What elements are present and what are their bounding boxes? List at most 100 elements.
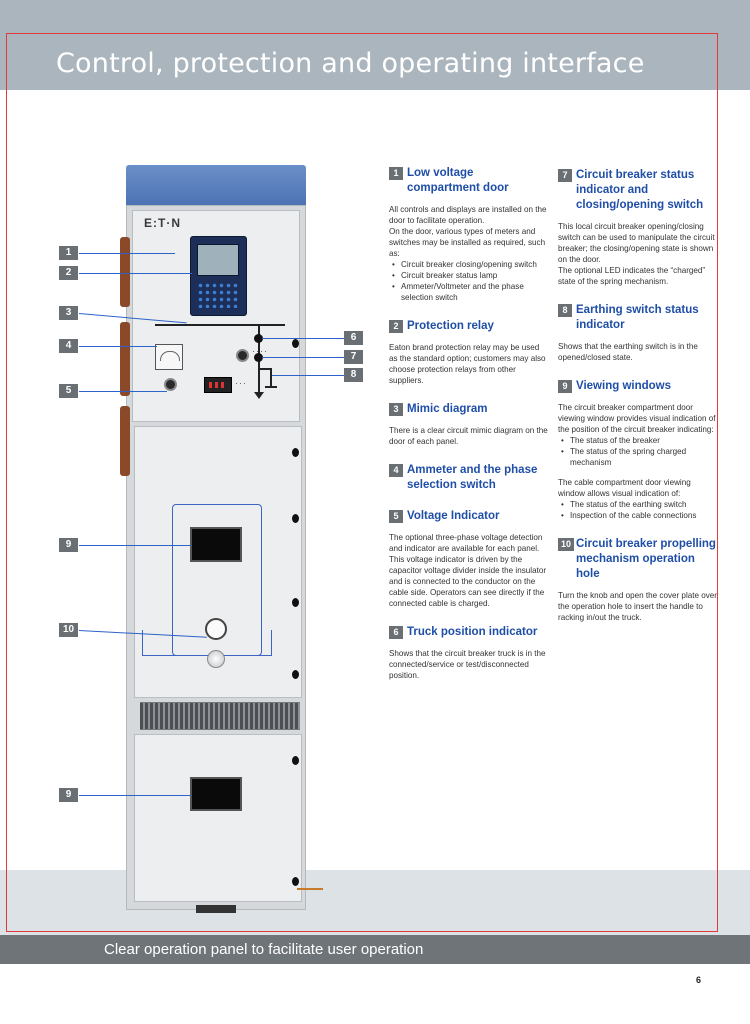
section-number: 7 — [558, 169, 572, 182]
arrow-down-icon — [254, 392, 264, 399]
section-body: The circuit breaker compartment door vie… — [558, 402, 718, 521]
mimic-line — [258, 368, 272, 370]
callout-label: 2 — [59, 266, 78, 280]
door-handle — [292, 877, 299, 886]
header-band — [0, 0, 750, 90]
leader-line — [79, 391, 167, 392]
side-plate — [120, 237, 130, 307]
ventilation-grille — [140, 702, 300, 730]
callout-label: 8 — [344, 368, 363, 382]
leader-line — [79, 545, 191, 546]
section-body: There is a clear circuit mimic diagram o… — [389, 426, 548, 446]
callout-label: 3 — [59, 306, 78, 320]
page-title: Control, protection and operating interf… — [56, 48, 645, 79]
dotted-leader: ··· — [235, 378, 247, 388]
earth-icon — [265, 386, 277, 394]
door-handle — [292, 514, 299, 523]
operation-hole — [205, 618, 227, 640]
section-body: All controls and displays are installed … — [389, 204, 549, 303]
door-handle — [292, 598, 299, 607]
callout-label: 10 — [59, 623, 78, 637]
leader-line — [272, 375, 344, 376]
ammeter — [155, 344, 183, 370]
footer-bar — [0, 935, 750, 964]
section-number: 5 — [389, 510, 403, 523]
callout-label: 9 — [59, 538, 78, 552]
phase-selection-switch — [164, 378, 177, 391]
callout-label: 5 — [59, 384, 78, 398]
section-number: 3 — [389, 403, 403, 416]
leader-line — [79, 795, 191, 796]
callout-label: 6 — [344, 331, 363, 345]
section-number: 6 — [389, 626, 403, 639]
bullet-list: The status of the earthing switch Inspec… — [558, 499, 718, 521]
section-number: 4 — [389, 464, 403, 477]
leader-line — [262, 357, 344, 358]
closing-opening-switch — [236, 349, 249, 362]
leader-line — [79, 253, 175, 254]
section-number: 1 — [389, 167, 403, 180]
bullet-list: Circuit breaker closing/opening switch C… — [389, 259, 549, 303]
leader-line — [79, 346, 157, 347]
section-body: Turn the knob and open the cover plate o… — [558, 591, 717, 622]
section-number: 2 — [389, 320, 403, 333]
earth-wire — [297, 888, 323, 890]
mimic-line — [270, 368, 272, 388]
bottom-band — [0, 870, 750, 935]
section-number: 8 — [558, 304, 572, 317]
operation-knob — [207, 650, 225, 668]
cable-viewing-window — [190, 777, 242, 811]
section-body: This local circuit breaker opening/closi… — [558, 222, 715, 286]
voltage-indicator — [204, 377, 232, 393]
section-number: 10 — [558, 538, 574, 551]
section-body: Eaton brand protection relay may be used… — [389, 343, 546, 385]
callout-label: 7 — [344, 350, 363, 364]
leader-line — [262, 338, 344, 339]
section-number: 9 — [558, 380, 572, 393]
callout-label: 4 — [59, 339, 78, 353]
door-handle — [292, 756, 299, 765]
cable-compartment-door — [134, 734, 302, 902]
mimic-busbar — [155, 324, 285, 326]
relay-screen — [197, 244, 239, 276]
breaker-status-indicator — [254, 353, 263, 362]
side-plate — [120, 406, 130, 476]
cabinet-foot — [196, 905, 236, 913]
page-number: 6 — [696, 975, 702, 985]
callout-label: 1 — [59, 246, 78, 260]
eaton-logo: E:T·N — [144, 216, 181, 230]
door-handle — [292, 448, 299, 457]
callout-label: 9 — [59, 788, 78, 802]
footer-caption: Clear operation panel to facilitate user… — [104, 941, 424, 958]
relay-keypad — [197, 282, 239, 308]
section-body: Shows that the earthing switch is in the… — [558, 342, 698, 362]
section-body: The optional three-phase voltage detecti… — [389, 533, 547, 608]
door-handle — [292, 339, 299, 348]
truck-position-indicator — [254, 334, 263, 343]
cabinet-roof — [126, 165, 306, 205]
leader-line — [79, 273, 192, 274]
door-handle — [292, 670, 299, 679]
